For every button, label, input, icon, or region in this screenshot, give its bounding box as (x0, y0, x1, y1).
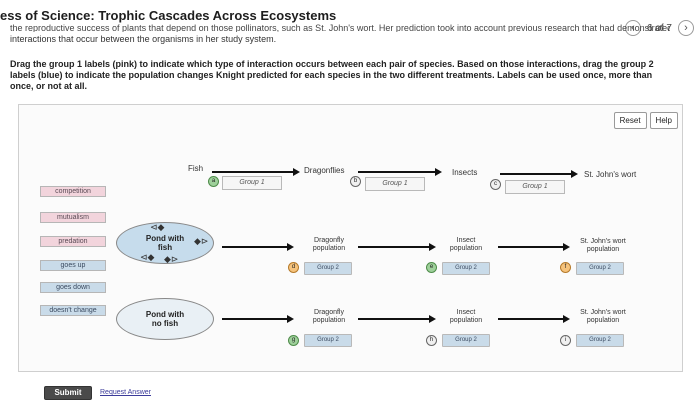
group2-drop-i[interactable]: Group 2 (576, 334, 624, 347)
group2-drop-e[interactable]: Group 2 (442, 262, 490, 275)
group1-drop-c[interactable]: Group 1 (505, 180, 565, 194)
panel-toolbar: Reset Help (613, 112, 678, 129)
dragonfly-population-label: Dragonfly population (312, 309, 346, 324)
label-predation[interactable]: predation (40, 236, 106, 247)
fish-icon: ◆⊳ (164, 254, 179, 264)
wort-population-label: St. John's wort population (580, 309, 626, 324)
group2-drop-f[interactable]: Group 2 (576, 262, 624, 275)
insect-population-label: Insect population (449, 237, 483, 252)
species-insects: Insects (452, 168, 478, 177)
species-fish: Fish (188, 164, 204, 173)
next-page-button[interactable]: › (678, 20, 694, 36)
arrow-dragonfly-insect (358, 243, 436, 251)
pond-no-fish-label: Pond with no fish (145, 310, 185, 328)
page-count: 6 of 7 (646, 22, 672, 34)
label-goes-up[interactable]: goes up (40, 260, 106, 271)
dragonfly-population-label: Dragonfly population (312, 237, 346, 252)
label-competition[interactable]: competition (40, 186, 106, 197)
species-dragonflies: Dragonflies (304, 166, 345, 175)
label-goes-down[interactable]: goes down (40, 282, 106, 293)
species-st-johns-wort: St. John's wort (584, 170, 637, 179)
group2-drop-g[interactable]: Group 2 (304, 334, 352, 347)
badge-e: e (426, 262, 437, 273)
arrow-insects-wort (500, 170, 578, 178)
group2-drop-h[interactable]: Group 2 (442, 334, 490, 347)
badge-f: f (560, 262, 571, 273)
reset-button[interactable]: Reset (613, 112, 647, 129)
previous-page-button[interactable]: ‹ (624, 20, 641, 36)
fish-icon: ⊲◆ (150, 222, 165, 232)
intro-cut-line: the reproductive success of plants that … (10, 24, 670, 32)
group1-drop-a[interactable]: Group 1 (222, 176, 282, 190)
arrow-insect-wort-nofish (498, 315, 570, 323)
badge-a: a (208, 176, 219, 187)
page-title: ess of Science: Trophic Cascades Across … (0, 8, 337, 23)
badge-b: b (350, 176, 361, 187)
label-doesnt-change[interactable]: doesn't change (40, 305, 106, 316)
arrow-fish-dragonflies (212, 168, 300, 176)
arrow-dragonfly-insect-nofish (358, 315, 436, 323)
pond-no-fish: Pond with no fish (116, 298, 214, 340)
badge-h: h (426, 335, 437, 346)
pond-with-fish: Pond with fish (116, 222, 214, 264)
label-mutualism[interactable]: mutualism (40, 212, 106, 223)
submit-button[interactable]: Submit (44, 386, 92, 400)
arrow-insect-wort (498, 243, 570, 251)
request-answer-link[interactable]: Request Answer (100, 389, 151, 396)
arrow-dragonflies-insects (358, 168, 442, 176)
group1-drop-b[interactable]: Group 1 (365, 177, 425, 191)
pond-with-fish-label: Pond with fish (145, 234, 185, 252)
wort-population-label: St. John's wort population (580, 238, 626, 253)
fish-icon: ⊲◆ (140, 252, 155, 262)
insect-population-label: Insect population (449, 309, 483, 324)
arrow-pond-fish-dragonfly (222, 243, 294, 251)
badge-d: d (288, 262, 299, 273)
intro-line: interactions that occur between the orga… (10, 34, 277, 44)
badge-g: g (288, 335, 299, 346)
fish-icon: ◆⊳ (194, 236, 209, 246)
instructions: Drag the group 1 labels (pink) to indica… (10, 59, 654, 91)
arrow-pond-nofish-dragonfly (222, 315, 294, 323)
badge-c: c (490, 179, 501, 190)
pager: ‹ 6 of 7 › (624, 20, 694, 36)
help-button[interactable]: Help (649, 112, 678, 129)
group2-drop-d[interactable]: Group 2 (304, 262, 352, 275)
badge-i: i (560, 335, 571, 346)
